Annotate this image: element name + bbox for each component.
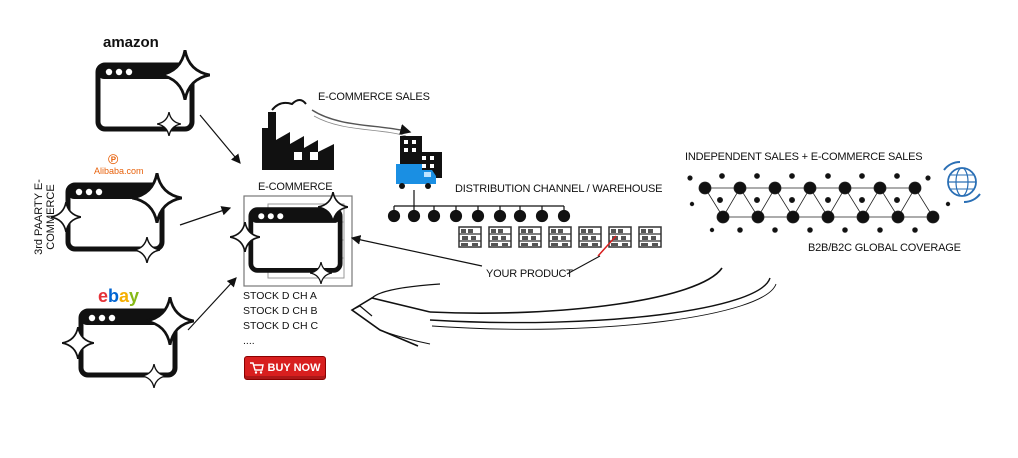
stock-item-more: .... [243, 335, 255, 347]
factory-icon [262, 99, 334, 170]
ecommerce-site [230, 192, 353, 287]
ecommerce-sales-label: E-COMMERCE SALES [318, 91, 430, 103]
shelf-icon [548, 226, 572, 248]
ebay-logo: ebay [98, 286, 140, 306]
your-product-label: YOUR PRODUCT [486, 268, 573, 280]
shelf-icon [488, 226, 512, 248]
distribution-label: DISTRIBUTION CHANNEL / WAREHOUSE [455, 183, 663, 195]
warehouse-shelves [458, 226, 662, 257]
ecommerce-label: E-COMMERCE [258, 181, 333, 193]
amazon-logo: amazon [103, 34, 159, 51]
independent-sales-label: INDEPENDENT SALES + E-COMMERCE SALES [685, 151, 923, 163]
stock-list: STOCK D CH A STOCK D CH B STOCK D CH C .… [243, 289, 318, 349]
global-network [687, 173, 951, 233]
coverage-label: B2B/B2C GLOBAL COVERAGE [808, 242, 961, 254]
ebay-window [62, 297, 194, 388]
alibaba-logo: Alibaba.com [94, 166, 144, 176]
alibaba-mark-icon: ℗ [108, 151, 119, 167]
globe-icon [943, 161, 981, 203]
amazon-window [98, 50, 210, 136]
shelf-icon [578, 226, 602, 248]
shelf-icon [608, 226, 632, 248]
shelf-icon [518, 226, 542, 248]
buy-now-button[interactable]: BUY NOW [244, 356, 326, 380]
return-arrow [350, 267, 777, 347]
truck-icon [396, 164, 436, 189]
buy-now-label: BUY NOW [267, 362, 321, 374]
shelf-icon [638, 226, 662, 248]
shelf-icon [458, 226, 482, 248]
stock-item-b: STOCK D CH B [243, 305, 318, 317]
stock-item-a: STOCK D CH A [243, 290, 317, 302]
cart-icon [249, 362, 264, 374]
distribution-tree [387, 190, 571, 223]
third-party-label: 3rd PAARTY E-COMMERCE [33, 179, 57, 255]
alibaba-window [51, 173, 182, 263]
stock-item-c: STOCK D CH C [243, 320, 319, 332]
